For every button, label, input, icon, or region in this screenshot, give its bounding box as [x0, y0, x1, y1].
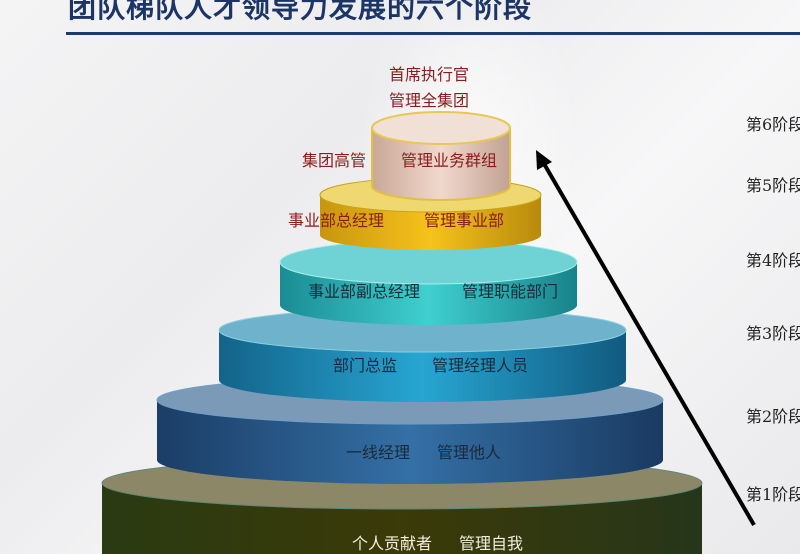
stage-5-label: 第5阶段 [746, 176, 800, 195]
level-4-scope: 管理职能部门 [462, 282, 559, 301]
level-5-role: 事业部总经理 [288, 211, 385, 230]
stage-6-label: 第6阶段 [746, 115, 800, 134]
level-6-scope: 管理业务群组 [401, 151, 498, 170]
level-1-role: 个人贡献者 [352, 534, 433, 553]
stage-4-label: 第4阶段 [746, 251, 800, 270]
level-1-scope: 管理自我 [459, 534, 524, 553]
stage-3-label: 第3阶段 [746, 324, 800, 343]
level-2-scope: 管理他人 [437, 443, 502, 462]
page-title: 团队梯队人才领导力发展的六个阶段 [68, 0, 533, 24]
stage-1-label: 第1阶段 [746, 485, 800, 504]
growth-arrow [536, 150, 756, 527]
stage-2-label: 第2阶段 [746, 407, 800, 426]
top-scope-label: 管理全集团 [389, 91, 470, 110]
level-5-scope: 管理事业部 [424, 211, 505, 230]
title-divider [66, 32, 800, 35]
level-2-role: 一线经理 [346, 443, 411, 462]
level-3-scope: 管理经理人员 [432, 356, 529, 375]
level-3-role: 部门总监 [333, 356, 398, 375]
level-4-role: 事业部副总经理 [308, 282, 421, 301]
level-6-role: 集团高管 [302, 151, 367, 170]
top-role-label: 首席执行官 [389, 65, 470, 84]
level-6-cylinder [371, 111, 511, 201]
